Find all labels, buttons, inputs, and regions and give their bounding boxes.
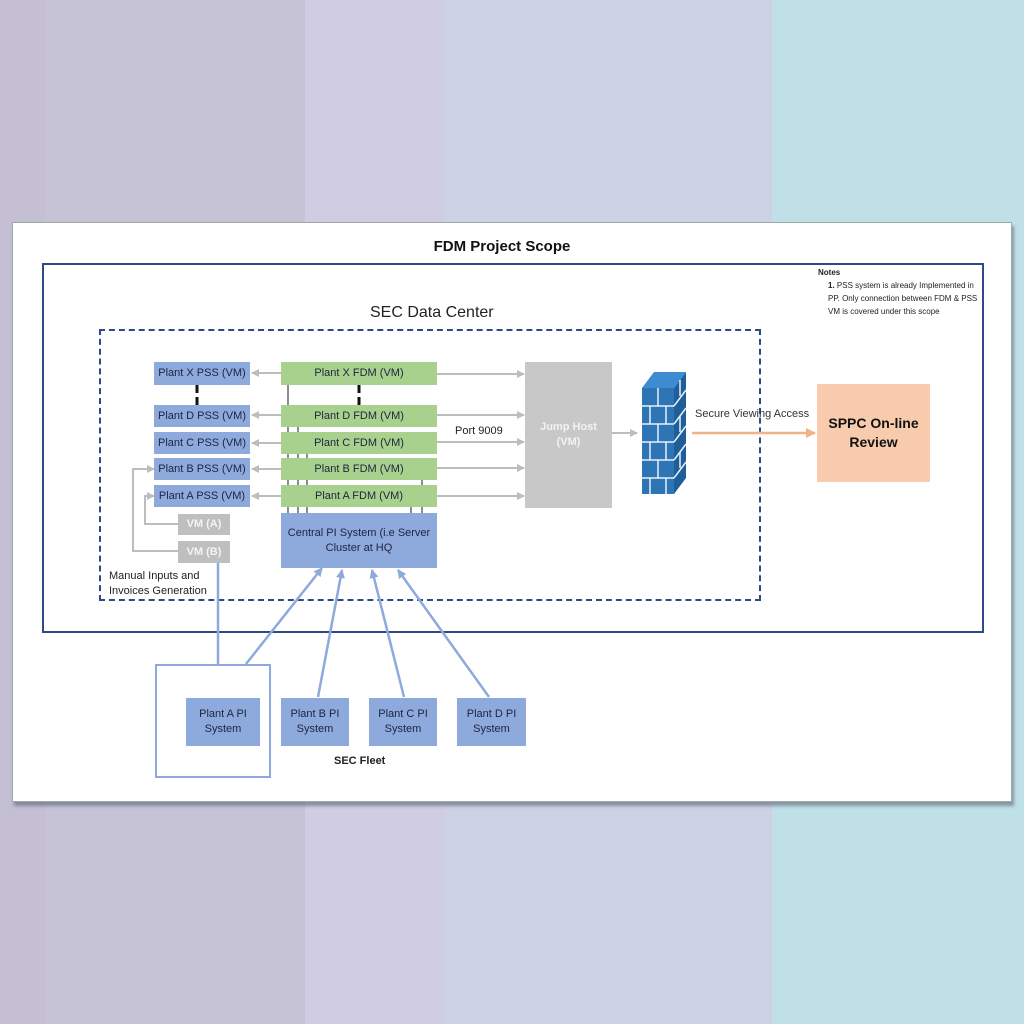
note-text: PSS system is already Implemented in PP.… [828,281,978,316]
note-number: 1. [828,281,835,290]
fdm-vm-plant-d[interactable]: Plant D FDM (VM) [281,405,437,427]
fdm-vm-plant-x[interactable]: Plant X FDM (VM) [281,362,437,385]
pss-vm-plant-a[interactable]: Plant A PSS (VM) [154,485,250,507]
pss-vm-plant-x[interactable]: Plant X PSS (VM) [154,362,250,385]
vm-to-pss-connectors [132,465,178,552]
vm-b[interactable]: VM (B) [178,541,230,563]
data-center-boundary [99,329,761,601]
notes-heading: Notes [818,268,841,277]
notes-panel: Notes 1. PSS system is already Implement… [818,266,983,318]
plant-a-frame [155,664,271,778]
pss-vm-plant-b[interactable]: Plant B PSS (VM) [154,458,250,480]
fdm-vm-plant-c[interactable]: Plant C FDM (VM) [281,432,437,454]
fleet-to-central-arrows [216,563,491,698]
secure-access-label: Secure Viewing Access [695,408,810,420]
continuation-marks [195,384,361,405]
fdm-to-pss-arrows [251,369,281,500]
plant-b-pi-system[interactable]: Plant B PI System [281,698,349,746]
vm-a[interactable]: VM (A) [178,514,230,535]
diagram-title: FDM Project Scope [433,238,571,255]
pss-vm-plant-c[interactable]: Plant C PSS (VM) [154,432,250,454]
plant-d-pi-system[interactable]: Plant D PI System [457,698,526,746]
project-scope-boundary [42,263,984,633]
plant-a-pi-system[interactable]: Plant A PI System [186,698,260,746]
data-center-title: SEC Data Center [370,304,494,321]
port-label: Port 9009 [455,425,503,437]
pss-vm-plant-d[interactable]: Plant D PSS (VM) [154,405,250,427]
plant-c-pi-system[interactable]: Plant C PI System [369,698,437,746]
firewall-icon [642,372,687,494]
sppc-online-review[interactable]: SPPC On-line Review [817,384,930,482]
sec-fleet-label: SEC Fleet [334,755,386,767]
central-pi-system[interactable]: Central PI System (i.e Server Cluster at… [281,513,437,568]
fdm-to-jump-arrows [437,370,638,500]
jump-host-vm[interactable]: Jump Host (VM) [525,362,612,508]
fdm-vm-plant-a[interactable]: Plant A FDM (VM) [281,485,437,507]
manual-inputs-label: Manual Inputs and Invoices Generation [109,570,207,597]
note-item: 1. PSS system is already Implemented in … [818,279,983,318]
fdm-vm-plant-b[interactable]: Plant B FDM (VM) [281,458,437,480]
